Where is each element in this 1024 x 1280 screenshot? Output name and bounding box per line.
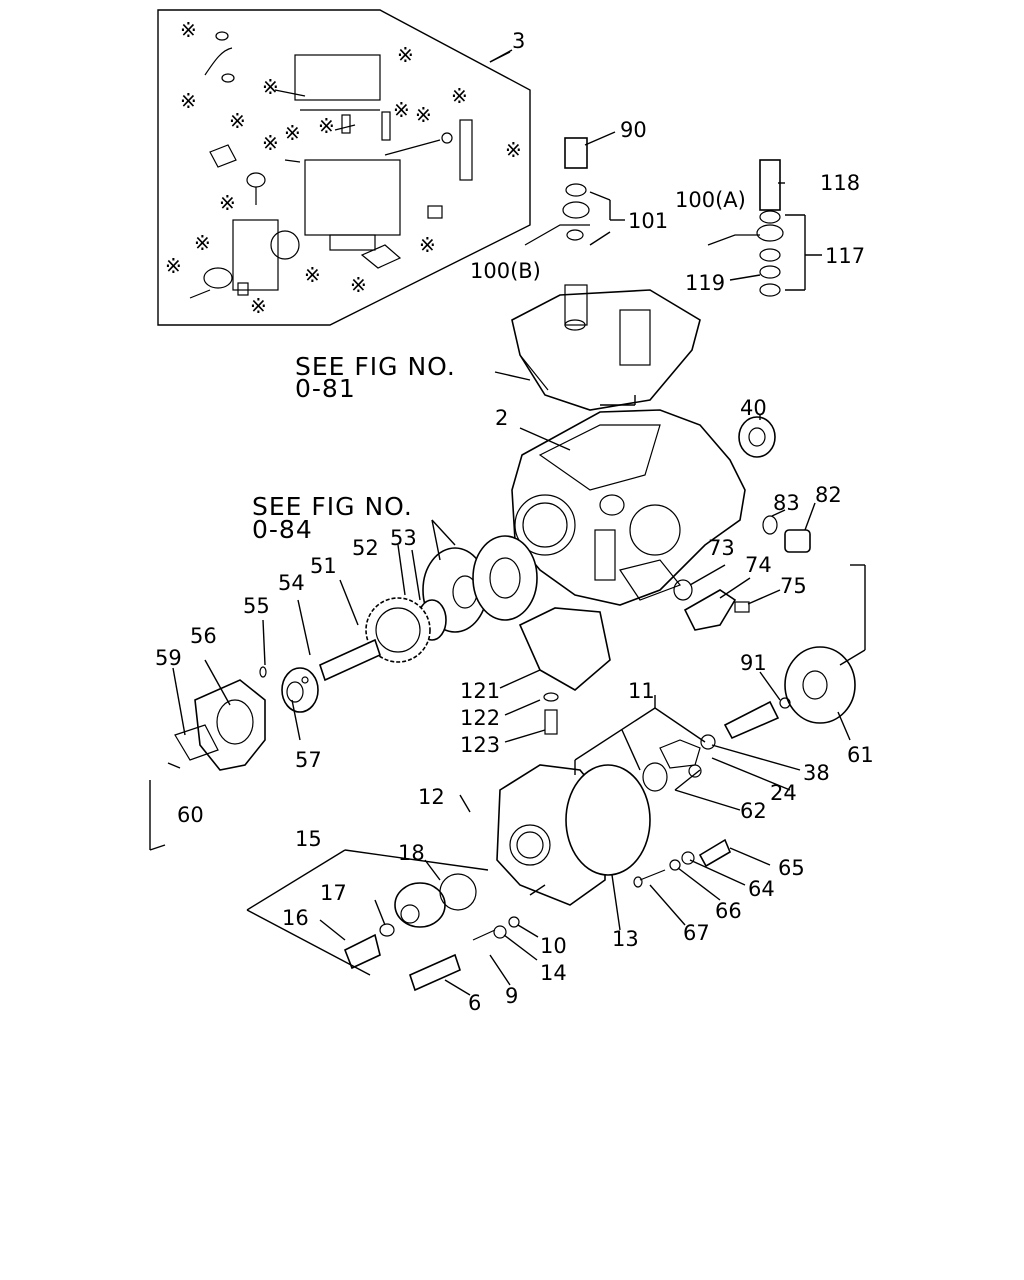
label-90: 90 (620, 118, 647, 142)
label-57: 57 (295, 748, 322, 772)
leader-lines (149, 51, 866, 996)
label-73: 73 (708, 536, 735, 560)
svg-text:※: ※ (180, 18, 197, 42)
label-65: 65 (778, 856, 805, 880)
label-9: 9 (505, 984, 518, 1008)
label-66: 66 (715, 899, 742, 923)
part-labels: 3 90 118 100(A) 101 117 100(B) 119 40 2 … (155, 29, 874, 1015)
svg-text:※: ※ (350, 273, 367, 297)
label-117: 117 (825, 244, 865, 268)
svg-text:※: ※ (393, 98, 410, 122)
label-100a: 100(A) (675, 188, 746, 212)
label-67: 67 (683, 921, 710, 945)
label-18: 18 (398, 841, 425, 865)
drive-group (167, 535, 538, 771)
label-51: 51 (310, 554, 337, 578)
label-24: 24 (770, 781, 797, 805)
label-11: 11 (628, 679, 655, 703)
solenoid-group (343, 873, 520, 992)
label-122: 122 (460, 706, 500, 730)
governor-cover (511, 284, 701, 411)
svg-text:※: ※ (229, 109, 246, 133)
svg-text:※: ※ (419, 233, 436, 257)
label-17: 17 (320, 881, 347, 905)
svg-text:※: ※ (219, 191, 236, 215)
svg-text:※: ※ (505, 138, 522, 162)
fig-0-84-ref-line1: SEE FIG NO. (252, 492, 413, 521)
right-side-parts (633, 416, 856, 888)
label-60: 60 (177, 803, 204, 827)
label-100b: 100(B) (470, 259, 541, 283)
svg-text:※: ※ (194, 231, 211, 255)
label-16: 16 (282, 906, 309, 930)
svg-text:※: ※ (304, 263, 321, 287)
label-13: 13 (612, 927, 639, 951)
svg-text:※: ※ (415, 103, 432, 127)
top-right-fittings (524, 137, 784, 297)
label-121: 121 (460, 679, 500, 703)
label-59: 59 (155, 646, 182, 670)
label-55: 55 (243, 594, 270, 618)
label-123: 123 (460, 733, 500, 757)
distributor-head (496, 762, 668, 906)
label-54: 54 (278, 571, 305, 595)
label-118: 118 (820, 171, 860, 195)
label-12: 12 (418, 785, 445, 809)
label-62: 62 (740, 799, 767, 823)
label-38: 38 (803, 761, 830, 785)
svg-text:※: ※ (451, 84, 468, 108)
label-15: 15 (295, 827, 322, 851)
label-101: 101 (628, 209, 668, 233)
svg-text:※: ※ (250, 294, 267, 318)
svg-text:※: ※ (318, 114, 335, 138)
label-10: 10 (540, 934, 567, 958)
svg-text:※: ※ (397, 43, 414, 67)
fig-0-81-ref-line1: SEE FIG NO. (295, 352, 456, 381)
inset-kit-box: ※ ※ ※ ※ ※ ※ ※ ※ ※ ※ ※ ※ ※ ※ ※ ※ ※ ※ ※ (157, 9, 531, 326)
fig-0-84-ref-line2: 0-84 (252, 515, 313, 544)
label-52: 52 (352, 536, 379, 560)
fig-0-81-ref-line2: 0-81 (295, 374, 356, 403)
label-119: 119 (685, 271, 725, 295)
label-53: 53 (390, 526, 417, 550)
label-2: 2 (495, 406, 508, 430)
svg-text:※: ※ (180, 89, 197, 113)
bracket (518, 607, 611, 735)
label-75: 75 (780, 574, 807, 598)
label-40: 40 (740, 396, 767, 420)
label-6: 6 (468, 991, 481, 1015)
label-82: 82 (815, 483, 842, 507)
label-83: 83 (773, 491, 800, 515)
label-3: 3 (512, 29, 525, 53)
label-61: 61 (847, 743, 874, 767)
label-64: 64 (748, 877, 775, 901)
asterisk-marks: ※ ※ ※ ※ ※ ※ ※ ※ ※ ※ ※ ※ ※ ※ ※ ※ ※ ※ ※ (165, 18, 522, 318)
label-14: 14 (540, 961, 567, 985)
label-56: 56 (190, 624, 217, 648)
svg-text:※: ※ (262, 131, 279, 155)
svg-text:※: ※ (262, 75, 279, 99)
svg-text:※: ※ (284, 121, 301, 145)
figure-references: SEE FIG NO. 0-81 SEE FIG NO. 0-84 (252, 352, 456, 544)
label-91: 91 (740, 651, 767, 675)
svg-text:※: ※ (165, 254, 182, 278)
label-74: 74 (745, 553, 772, 577)
